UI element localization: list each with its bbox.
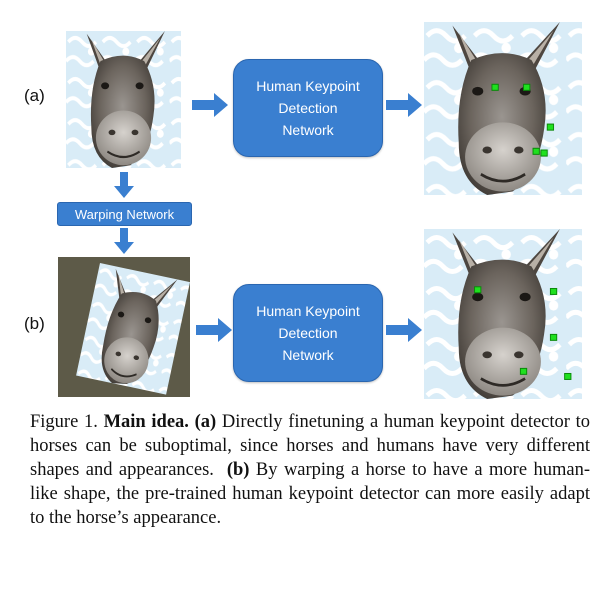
caption-title: Main idea. <box>103 412 189 432</box>
warped-horse-image-b <box>58 257 190 397</box>
keypoint <box>474 286 482 294</box>
keypoint <box>491 83 499 91</box>
arrow-right-a2 <box>386 93 422 117</box>
keypoint <box>546 123 555 131</box>
arrow-right-b1 <box>196 318 232 342</box>
output-horse-keypoints-b <box>424 229 582 399</box>
caption-a-text: Directly finetuning a human keypoint det… <box>30 412 591 480</box>
output-horse-keypoints-a <box>424 22 582 195</box>
keypoint <box>540 149 548 157</box>
arrow-right-a1 <box>192 93 228 117</box>
keypoint <box>549 333 558 341</box>
caption-figure-label: Figure 1. <box>30 412 98 432</box>
network-box-b-line1: Human Keypoint <box>256 303 360 319</box>
input-horse-image-a <box>66 31 181 168</box>
keypoint-network-box-b: Human Keypoint Detection Network <box>233 284 383 382</box>
network-box-b-line2: Detection <box>278 325 338 341</box>
row-label-a: (a) <box>24 86 45 105</box>
figure-caption: Figure 1. Main idea. (a) Directly finetu… <box>30 410 590 530</box>
keypoint-network-box-a: Human Keypoint Detection Network <box>233 59 383 157</box>
keypoint <box>549 287 558 295</box>
keypoint <box>519 367 528 375</box>
keypoint <box>523 83 531 91</box>
warping-network-box: Warping Network <box>57 202 192 226</box>
arrow-down-2 <box>114 228 134 254</box>
network-box-a-line2: Detection <box>278 100 338 116</box>
caption-a-marker: (a) <box>194 412 217 432</box>
arrow-right-b2 <box>386 318 422 342</box>
network-box-b-line3: Network <box>282 347 334 363</box>
arrow-down-1 <box>114 172 134 198</box>
keypoint <box>564 372 572 380</box>
network-box-a-line1: Human Keypoint <box>256 78 360 94</box>
network-box-a-line3: Network <box>282 122 334 138</box>
keypoint <box>532 147 540 155</box>
caption-b-marker: (b) <box>226 460 250 480</box>
caption-b-text: By warping a horse to have a more human-… <box>30 460 591 528</box>
row-label-b: (b) <box>24 314 45 333</box>
